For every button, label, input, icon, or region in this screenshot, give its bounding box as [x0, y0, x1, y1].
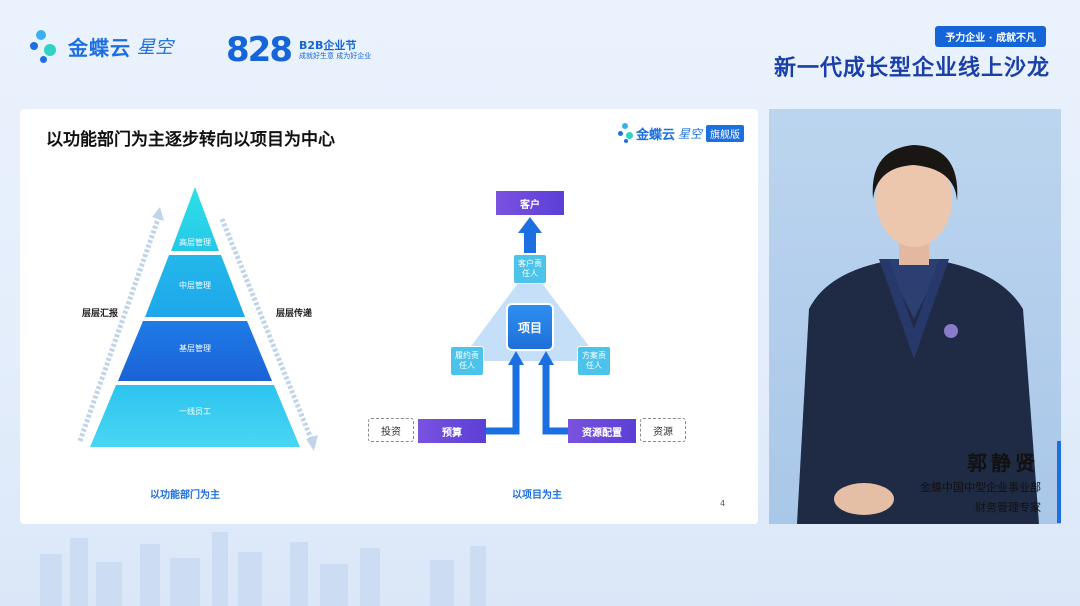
slide-page-number: 4: [720, 499, 726, 508]
speaker-video-panel: 郭静贤 金蝶中国中型企业事业部 财务管理专家: [769, 109, 1061, 524]
pyramid-diagram: [77, 187, 318, 451]
budget-arrow: [484, 351, 524, 435]
tier-label-base-mgmt: 基层管理: [179, 344, 211, 353]
speaker-portrait: [797, 145, 1039, 524]
kingdee-dots-icon: [30, 28, 64, 64]
pyramid-tier-top: [171, 187, 219, 251]
speaker-name: 郭静贤: [967, 451, 1039, 475]
speaker-role: 财务管理专家: [975, 501, 1041, 514]
brand-sub: 星空: [137, 37, 173, 58]
project-caption: 以项目为主: [512, 490, 562, 501]
kingdee-brand-logo: 金蝶云 星空: [30, 28, 173, 64]
slide-title: 以功能部门为主逐步转向以项目为中心: [46, 130, 335, 150]
slide-logo-flag: 旗舰版: [706, 124, 744, 142]
speaker-name-bar: [1057, 441, 1061, 523]
customer-box: 客户: [496, 191, 564, 215]
slide-logo-name: 金蝶云: [635, 127, 675, 143]
up-arrow-to-customer: [518, 217, 542, 253]
slide-logo: 金蝶云 星空 旗舰版: [617, 123, 744, 143]
presentation-slide: 以功能部门为主逐步转向以项目为中心 金蝶云 星空 旗舰版: [20, 109, 758, 524]
salon-title: 新一代成长型企业线上沙龙: [773, 56, 1050, 81]
pyramid-right-label: 层层传递: [276, 309, 313, 319]
pyramid-tier-base-mgmt: [118, 321, 272, 381]
tier-label-frontline: 一线员工: [179, 407, 211, 416]
slogan-badge: 予力企业 · 成就不凡: [935, 26, 1046, 47]
b2b-title: B2B企业节: [298, 39, 357, 53]
slide-logo-sub: 星空: [677, 126, 702, 141]
pyramid-tier-frontline: [90, 385, 300, 447]
project-center-node: 项目: [506, 303, 554, 351]
brand-name: 金蝶云: [68, 35, 131, 60]
pyramid-caption: 以功能部门为主: [150, 490, 220, 501]
pyramid-left-label: 层层汇报: [82, 309, 119, 319]
tier-label-middle: 中层管理: [179, 281, 211, 290]
left-up-arrow: [77, 207, 164, 442]
resource-allocation-box: 资源配置: [568, 419, 636, 443]
pyramid-tier-middle: [145, 255, 245, 317]
investment-box: 投资: [368, 418, 414, 442]
tier-label-top: 高层管理: [179, 238, 211, 247]
customer-owner-node: 客户责 任人: [513, 254, 547, 284]
solution-owner-node: 方案责 任人: [577, 346, 611, 376]
delivery-owner-node: 履约责 任人: [450, 346, 484, 376]
resources-box: 资源: [640, 418, 686, 442]
b2b-tagline: 成就好生意 成为好企业: [298, 52, 372, 61]
speaker-organization: 金蝶中国中型企业事业部: [920, 481, 1041, 494]
budget-box: 预算: [418, 419, 486, 443]
right-down-arrow: [219, 218, 318, 451]
b2b-number: 828: [226, 30, 293, 70]
city-skyline-decoration: [40, 532, 486, 606]
b2b-festival-logo: 828 B2B企业节 成就好生意 成为好企业: [226, 30, 371, 70]
kingdee-dots-icon: [617, 123, 636, 143]
